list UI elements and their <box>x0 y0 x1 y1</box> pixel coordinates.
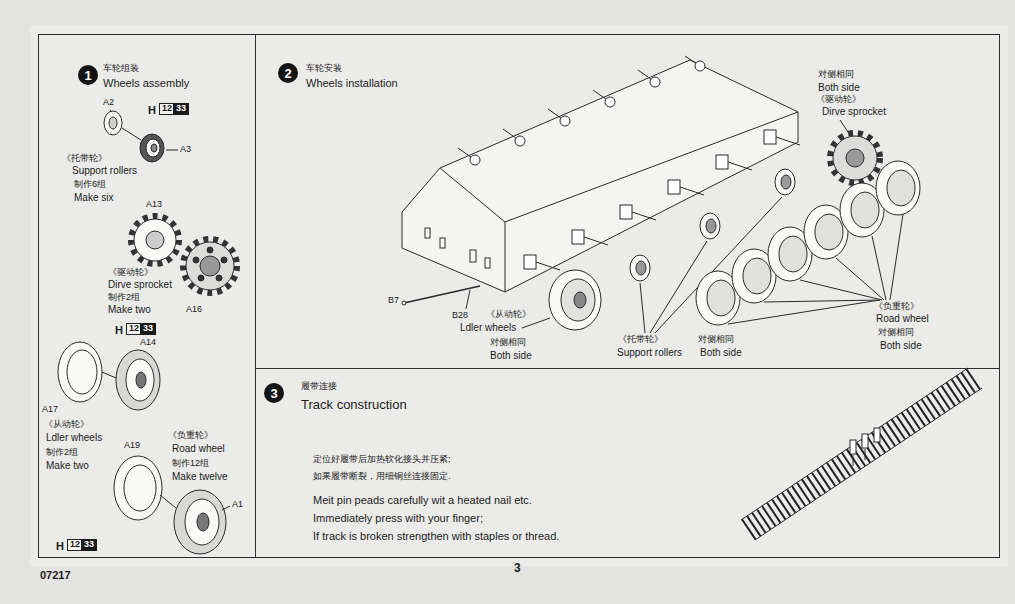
step-number: 3 <box>264 383 284 403</box>
part-number: A16 <box>186 305 202 315</box>
instruction-text: Immediately press with your finger; <box>313 512 483 524</box>
step-number-text: 1 <box>84 69 91 82</box>
part-number: A13 <box>146 200 162 210</box>
step-heading: Wheels installation <box>306 77 398 89</box>
part-label: 《托带轮》 <box>618 335 663 345</box>
paint-code: H <box>148 104 156 116</box>
part-label: Support rollers <box>617 347 682 358</box>
step-heading: Track construction <box>301 398 407 412</box>
step-number: 2 <box>278 63 298 83</box>
quantity-note: 制作2组 <box>108 293 140 303</box>
instruction-text: Meit pin peads carefully wit a heated na… <box>313 494 532 506</box>
side-note: Both side <box>700 347 742 358</box>
paint-code: 33 <box>173 103 189 115</box>
part-label: 《托带轮》 <box>62 154 107 164</box>
quantity-note: 制作2组 <box>46 448 78 458</box>
part-number: B7 <box>388 296 399 306</box>
part-label: Dirve sprocket <box>822 106 886 117</box>
quantity-note: 制作12组 <box>172 459 209 469</box>
part-label: Dirve sprocket <box>108 279 172 290</box>
part-number: A2 <box>103 98 114 108</box>
part-number: A3 <box>180 145 191 155</box>
step-number-text: 2 <box>284 67 291 80</box>
paint-code: 33 <box>140 323 156 335</box>
step-number-text: 3 <box>270 387 277 400</box>
step-number: 1 <box>78 65 98 85</box>
part-label: 《从动轮》 <box>44 420 89 430</box>
side-note: Both side <box>818 82 860 93</box>
quantity-note: Make six <box>74 192 113 203</box>
side-note: Both side <box>490 350 532 361</box>
paint-code: H <box>115 324 123 336</box>
page-number: 3 <box>514 562 521 575</box>
instruction-text: 定位好履带后加热软化接头并压紧; <box>313 455 451 465</box>
part-label: 《驱动轮》 <box>816 95 861 105</box>
quantity-note: Make twelve <box>172 471 228 482</box>
side-note: Both side <box>880 340 922 351</box>
part-label: 《从动轮》 <box>486 310 531 320</box>
paint-code: 33 <box>81 539 97 551</box>
quantity-note: 制作6组 <box>74 180 106 190</box>
step-heading: Wheels assembly <box>103 77 189 89</box>
part-label: Road wheel <box>172 443 225 454</box>
step-heading: 履带连接 <box>301 382 337 392</box>
part-number: A14 <box>140 338 156 348</box>
step-heading: 车轮安装 <box>306 64 342 74</box>
instruction-text: If track is broken strengthen with stapl… <box>313 530 559 542</box>
side-note: 对侧相同 <box>878 328 914 338</box>
part-number: A17 <box>42 405 58 415</box>
side-note: 对侧相同 <box>698 335 734 345</box>
kit-number: 07217 <box>40 569 71 581</box>
part-label: 《负重轮》 <box>168 431 213 441</box>
part-label: Ldler wheels <box>46 432 102 443</box>
part-number: A19 <box>124 441 140 451</box>
part-label: Support rollers <box>72 165 137 176</box>
quantity-note: Make two <box>46 460 89 471</box>
part-label: 《负重轮》 <box>874 302 919 312</box>
step-heading: 车轮组装 <box>103 64 139 74</box>
instruction-text: 如果履带断裂，用细铜丝连接固定. <box>313 472 451 482</box>
paint-code: H <box>56 540 64 552</box>
part-label: 《驱动轮》 <box>108 268 153 278</box>
side-note: 对侧相同 <box>818 70 854 80</box>
part-label: Ldler wheels <box>460 322 516 333</box>
part-number: B28 <box>452 311 468 321</box>
part-label: Road wheel <box>876 313 929 324</box>
side-note: 对侧相同 <box>490 338 526 348</box>
part-number: A1 <box>232 500 243 510</box>
quantity-note: Make two <box>108 304 151 315</box>
